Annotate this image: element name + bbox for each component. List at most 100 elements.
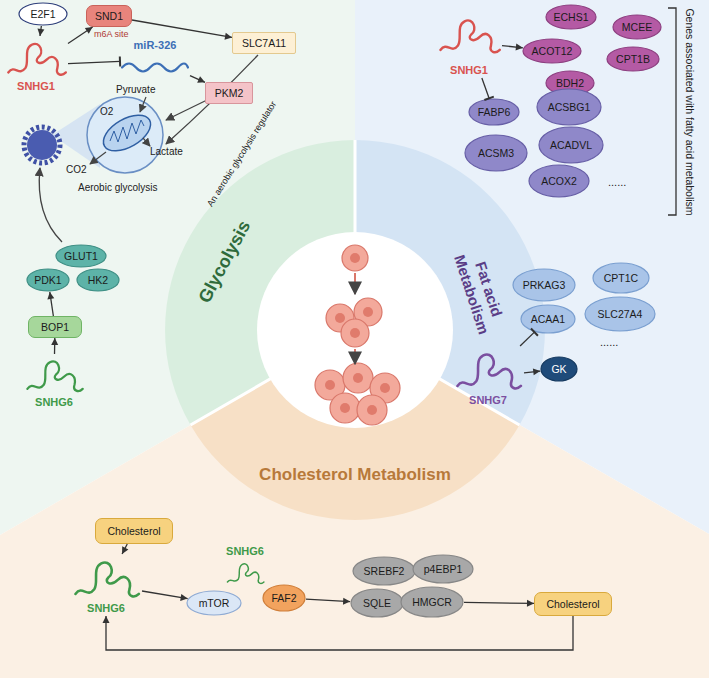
connector (464, 600, 534, 607)
label-holder: SNHG6 (214, 544, 276, 559)
arrow-head (47, 292, 54, 299)
gene-ellipse: HK2 (76, 268, 120, 292)
node-label: BOP1 (41, 321, 69, 334)
gene-ellipse: CPT1C (592, 262, 650, 294)
lncrna-node: SNHG6 (214, 544, 276, 586)
node-label: SNHG6 (226, 545, 264, 558)
connector (51, 338, 58, 354)
node-label: p4EBP1 (424, 563, 463, 576)
node-label: SNHG6 (87, 602, 125, 615)
ellipse-shape (353, 557, 415, 585)
label-holder: Cholesterol (96, 519, 172, 543)
ellipse-shape (513, 269, 575, 301)
node-label: SQLE (363, 597, 391, 610)
connector-line (482, 78, 489, 98)
label-holder: PKM2 (206, 83, 252, 103)
rna-strand (27, 361, 82, 391)
label-holder: GK (540, 356, 578, 382)
label-holder: FABP6 (468, 98, 520, 126)
node-label: SNHG6 (35, 396, 73, 409)
cell (343, 363, 373, 393)
inhibition-bar (484, 97, 493, 100)
connector-line (54, 338, 56, 354)
node-label: ACADVL (550, 139, 592, 152)
gene-ellipse: GK (540, 356, 578, 382)
connector (306, 598, 350, 605)
gene-ellipse: ACOT12 (522, 38, 582, 64)
connector-line (132, 20, 232, 37)
label-holder: SNHG1 (4, 79, 68, 94)
label-holder: SNHG1 (436, 63, 502, 78)
node-label: PKM2 (215, 87, 244, 100)
node-label: Cholesterol (546, 598, 599, 611)
label-holder: FAF2 (262, 584, 306, 612)
label-holder: PRKAG3 (512, 268, 576, 302)
connector-line (306, 599, 350, 601)
node-label: Cholesterol (107, 525, 160, 538)
ellipse-shape (19, 3, 67, 25)
label-holder: ECHS1 (545, 4, 597, 30)
nucleus (350, 253, 360, 263)
label-holder: Cholesterol (535, 593, 611, 615)
ellipse-shape (593, 263, 649, 293)
edge-label: m6A site (94, 29, 129, 40)
label-holder: ACSBG1 (536, 88, 602, 126)
annotation: Lactate (150, 146, 194, 158)
cancer-cell (27, 130, 57, 160)
cell (330, 393, 360, 423)
gene-ellipse: ACAA1 (520, 304, 576, 334)
label-holder: ACSM3 (464, 134, 528, 172)
arrow-head (180, 594, 187, 601)
label-holder: MCEE (612, 14, 662, 40)
protein-box: PKM2 (205, 82, 253, 104)
lncrna-node: SNHG1 (436, 6, 502, 78)
connector-line (520, 332, 534, 346)
connector (122, 544, 128, 554)
gene-ellipse: FAF2 (262, 584, 306, 612)
ellipse-shape (469, 99, 519, 125)
ellipse-shape (529, 165, 589, 197)
connector-line (68, 27, 93, 44)
lactate-arrow (143, 138, 150, 146)
label-holder: p4EBP1 (412, 554, 474, 584)
gene-ellipse: p4EBP1 (412, 554, 474, 584)
arrow-head (527, 600, 534, 607)
connector-line (122, 544, 127, 554)
gene-ellipse: ACOX2 (528, 164, 590, 198)
node-label: miR-326 (134, 39, 177, 52)
ellipse-shape (401, 587, 463, 617)
nucleus (363, 307, 373, 317)
annotation: Pyruvate (116, 84, 176, 96)
cell-spikes (24, 127, 60, 163)
connector-line (190, 76, 205, 83)
co2-arrow (90, 152, 106, 164)
node-label: ECHS1 (553, 11, 588, 24)
rna-strand (8, 44, 66, 75)
ellipse-shape (546, 5, 596, 29)
sector-divider (191, 140, 520, 425)
rna-strand (122, 64, 188, 72)
center-circle (257, 232, 453, 428)
node-label: mTOR (199, 597, 230, 610)
protein-box: BOP1 (28, 316, 82, 338)
ellipse-shape (465, 135, 527, 171)
label-holder: SNHG6 (18, 395, 90, 410)
gene-ellipse: SQLE (350, 588, 404, 618)
node-label: SLC27A4 (598, 308, 643, 321)
rna-strand (440, 20, 499, 52)
label-holder: BOP1 (29, 317, 81, 337)
label-holder: SLC27A4 (584, 296, 656, 332)
arrow-head (51, 338, 58, 345)
rna-strand (75, 562, 138, 596)
node-label: ACSBG1 (548, 101, 591, 114)
connector (520, 329, 538, 346)
pyruvate-arrow (140, 97, 146, 112)
node-label: MCEE (622, 21, 652, 34)
cristae (110, 120, 144, 142)
connector-line (464, 602, 534, 604)
node-label: GLUT1 (64, 250, 98, 263)
tumor-cells (315, 245, 400, 425)
ellipse-shape (187, 591, 241, 615)
gene-ellipse: GLUT1 (55, 244, 107, 268)
